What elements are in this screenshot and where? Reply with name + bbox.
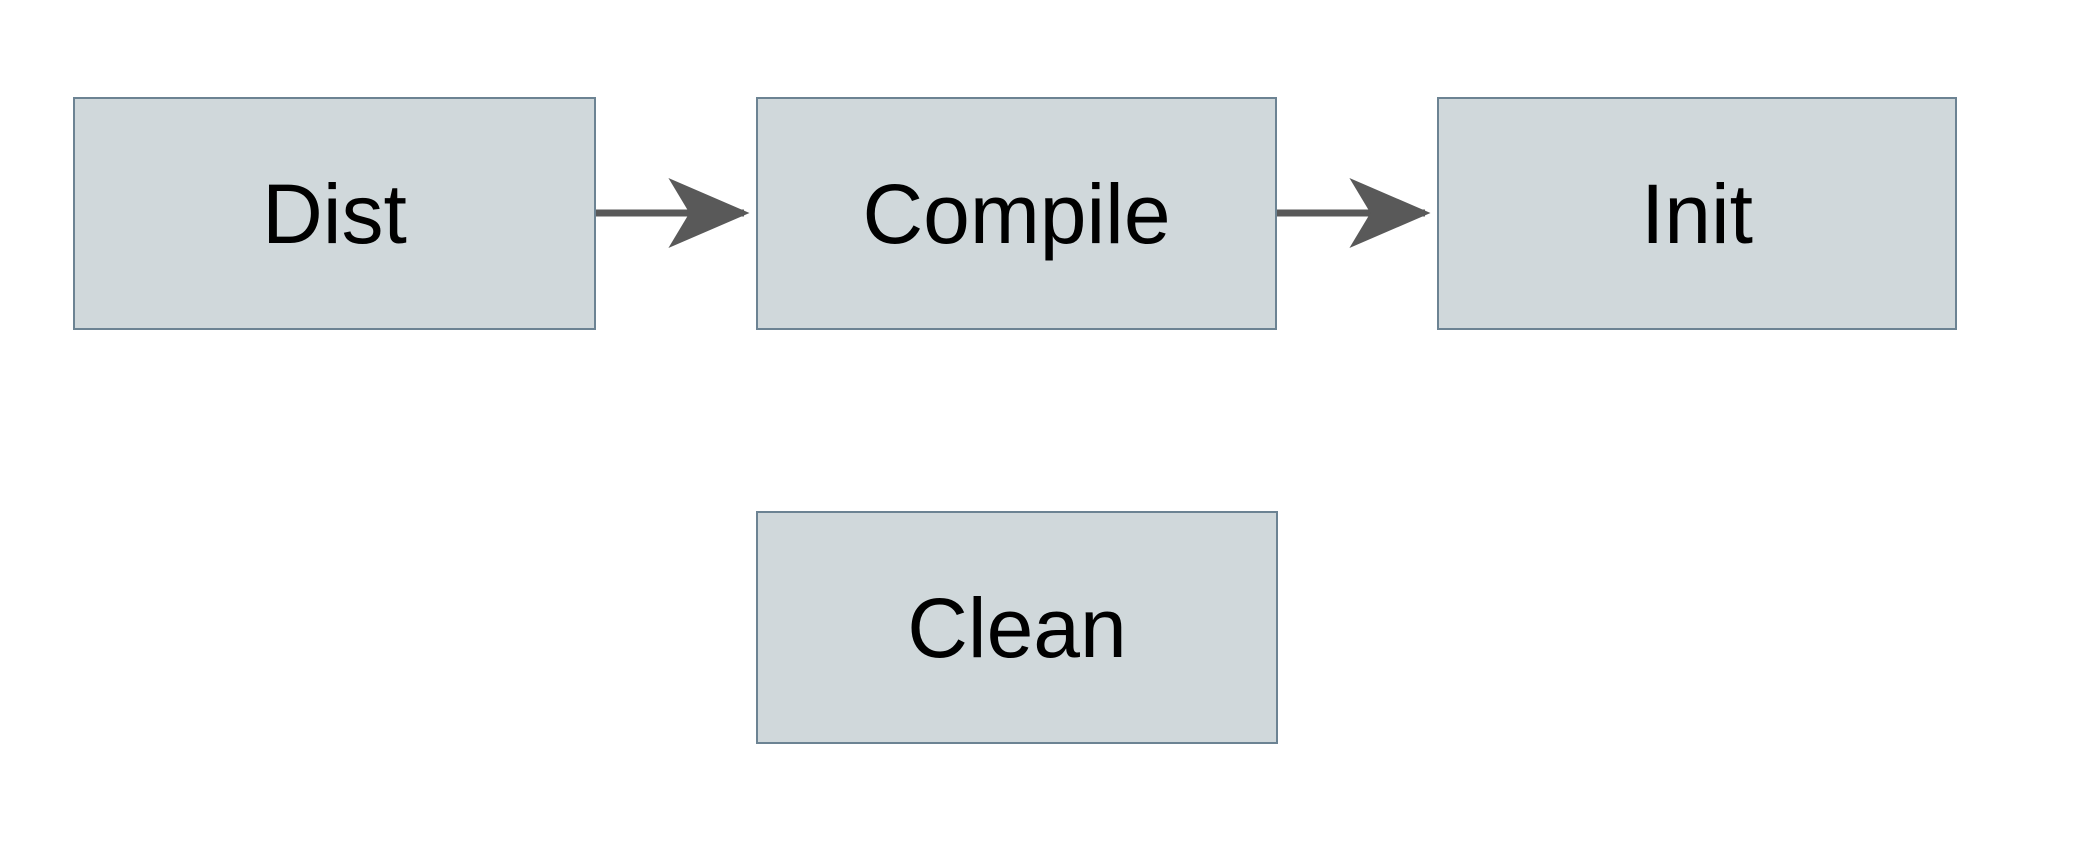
node-label-compile: Compile bbox=[862, 166, 1171, 261]
node-label-init: Init bbox=[1640, 166, 1754, 261]
node-label-clean: Clean bbox=[907, 580, 1127, 675]
node-compile[interactable]: Compile bbox=[756, 97, 1277, 330]
node-init[interactable]: Init bbox=[1437, 97, 1957, 330]
node-clean[interactable]: Clean bbox=[756, 511, 1278, 744]
node-dist[interactable]: Dist bbox=[73, 97, 596, 330]
node-label-dist: Dist bbox=[262, 166, 407, 261]
